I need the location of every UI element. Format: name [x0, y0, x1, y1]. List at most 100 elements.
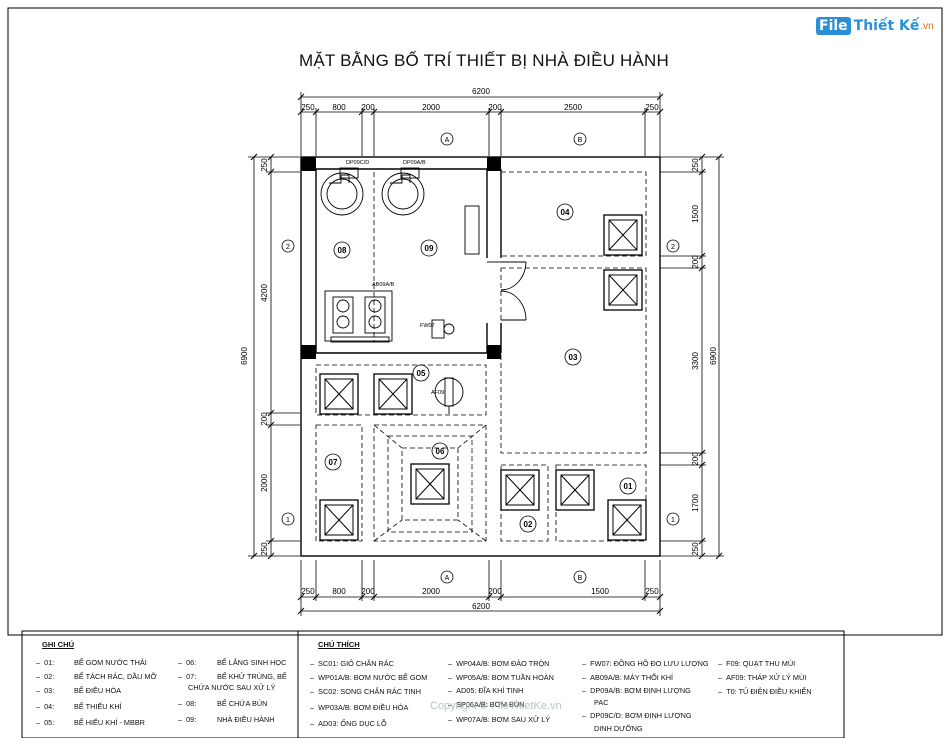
note-text: BỂ LẮNG SINH HỌC	[217, 658, 287, 667]
note-text: NHÀ ĐIỀU HÀNH	[217, 715, 275, 724]
legend-notes-heading: GHI CHÚ	[42, 640, 75, 649]
site-logo[interactable]: File Thiết Kế .vn	[816, 14, 934, 38]
symbol-text: PAC	[594, 698, 609, 707]
symbol-item: – SP06A/B: BƠM BÙN	[448, 700, 525, 709]
room-07: 07	[329, 458, 338, 467]
legend-note-item: – 02:	[36, 672, 55, 681]
symbol-text: WP01A/B: BƠM NƯỚC BỂ GOM	[318, 673, 428, 682]
symbol-item: – WP01A/B: BƠM NƯỚC BỂ GOM	[310, 673, 428, 682]
dim-top-seg: 2000	[422, 103, 440, 112]
symbol-text: FW07: ĐỒNG HỒ ĐO LƯU LƯỢNG	[590, 659, 709, 668]
dim-top-seg: 800	[332, 103, 346, 112]
note-code: 01:	[44, 658, 55, 667]
dim-bottom-seg: 2000	[422, 587, 440, 596]
dim-bottom-total: 6200	[472, 602, 490, 611]
room-06: 06	[436, 447, 445, 456]
legend-note-item: – 01:	[36, 658, 55, 667]
note-code: 07:	[186, 672, 197, 681]
note-text: BỂ GOM NƯỚC THẢI	[74, 658, 147, 667]
axis-1-right: 1	[671, 517, 675, 524]
dim-bottom-seg: 1500	[591, 587, 609, 596]
logo-text: Thiết Kế	[853, 18, 920, 34]
note-code: 05:	[44, 718, 55, 727]
dim-top-seg: 250	[645, 103, 659, 112]
legend-symbols-heading: CHÚ THÍCH	[318, 640, 360, 649]
equip-label-dp09c: DP09C/D	[346, 160, 369, 166]
dim-bottom-seg: 250	[301, 587, 315, 596]
note-text: BỂ KHỬ TRÙNG, BỂ	[217, 672, 287, 681]
room-08: 08	[338, 246, 347, 255]
note-text: BỂ ĐIỀU HÒA	[74, 686, 122, 695]
dim-bottom-seg: 200	[488, 587, 502, 596]
symbol-text: WP07A/B: BƠM SAU XỬ LÝ	[456, 715, 551, 724]
axis-a-top: A	[445, 137, 450, 144]
equip-label-ab09a: AB09A/B	[372, 282, 395, 288]
axis-2-left: 2	[286, 244, 290, 251]
room-09: 09	[425, 244, 434, 253]
note-text: BỂ HIẾU KHÍ - MBBR	[74, 718, 145, 727]
symbol-text: AF09: THÁP XỬ LÝ MÙI	[726, 673, 807, 682]
symbol-item: – WP07A/B: BƠM SAU XỬ LÝ	[448, 715, 551, 724]
symbol-item: – AD05: ĐĨA KHÍ TINH	[448, 686, 524, 695]
equip-label-af09: AF09	[431, 390, 444, 396]
room-02: 02	[524, 520, 533, 529]
note-code: 09:	[186, 715, 197, 724]
legend-note-item: – 09:	[178, 715, 197, 724]
dim-right-seg: 1500	[691, 205, 700, 223]
symbol-text: DP09A/B: BƠM ĐỊNH LƯỢNG	[590, 686, 691, 695]
symbol-text: DP09C/D: BƠM ĐỊNH LƯỢNG	[590, 711, 692, 720]
symbol-item: – AF09: THÁP XỬ LÝ MÙI	[718, 673, 807, 682]
dim-bottom-seg: 200	[361, 587, 375, 596]
dim-left-seg: 250	[260, 158, 269, 172]
symbol-item: – DP09A/B: BƠM ĐỊNH LƯỢNG	[582, 686, 691, 695]
note-code: 04:	[44, 702, 55, 711]
dim-right-seg: 3300	[691, 352, 700, 370]
dim-right-seg: 1700	[691, 494, 700, 512]
legend-note-item: – 03:	[36, 686, 55, 695]
dim-left-seg: 4200	[260, 284, 269, 302]
dim-bottom-seg: 800	[332, 587, 346, 596]
symbol-text: SC01: GIỎ CHẮN RÁC	[318, 659, 394, 668]
note-text: BỂ THIẾU KHÍ	[74, 702, 122, 711]
drawing-title: MẶT BẰNG BỐ TRÍ THIẾT BỊ NHÀ ĐIỀU HÀNH	[298, 51, 669, 70]
symbol-item: – WP04A/B: BƠM ĐẢO TRỘN	[448, 659, 550, 668]
axis-1-left: 1	[286, 517, 290, 524]
legend-note-item: – 06:	[178, 658, 197, 667]
dim-left-seg: 250	[260, 542, 269, 556]
symbol-text: AB09A/B: MÁY THỔI KHÍ	[590, 673, 673, 682]
symbol-text: AD03: ỐNG DỤC LỖ	[318, 719, 387, 728]
symbol-item: – F09: QUẠT THU MÙI	[718, 659, 796, 668]
logo-mark: File	[816, 17, 851, 35]
note-code: 03:	[44, 686, 55, 695]
legend-note-item: – 08:	[178, 699, 197, 708]
symbol-text: SP06A/B: BƠM BÙN	[456, 700, 525, 709]
axis-b-bottom: B	[578, 575, 583, 582]
control-house-walls	[301, 168, 502, 354]
symbol-text: WP04A/B: BƠM ĐẢO TRỘN	[456, 659, 550, 668]
axis-2-right: 2	[671, 244, 675, 251]
symbol-item: – FW07: ĐỒNG HỒ ĐO LƯU LƯỢNG	[582, 659, 709, 668]
symbol-item: – AB09A/B: MÁY THỔI KHÍ	[582, 673, 673, 682]
dim-top-seg: 250	[301, 103, 315, 112]
equip-label-fw07: FW07	[420, 323, 435, 329]
legend-notes: GHI CHÚ – 01: BỂ GOM NƯỚC THẢI – 02: BỂ …	[22, 631, 298, 738]
room-03: 03	[569, 353, 578, 362]
equip-label-dp09a: DP09A/B	[403, 160, 426, 166]
watermark: Copyright © FileThietKe.vn	[430, 700, 562, 712]
legend-symbols: CHÚ THÍCH – SC01: GIỎ CHẮN RÁC – WP01A/B…	[298, 631, 844, 738]
note-code: 08:	[186, 699, 197, 708]
top-dimension-lines	[300, 92, 661, 156]
symbol-text: T0: TỦ ĐIỆN ĐIỀU KHIỂN	[726, 687, 812, 696]
room-04: 04	[561, 208, 570, 217]
dim-top-total: 6200	[472, 87, 490, 96]
dim-right-total: 6900	[709, 347, 718, 365]
dim-right-seg: 200	[691, 255, 700, 269]
symbol-text: WP05A/B: BƠM TUẦN HOÀN	[456, 673, 554, 682]
room-05: 05	[417, 369, 426, 378]
dim-top-seg: 2500	[564, 103, 582, 112]
dim-bottom-seg: 250	[645, 587, 659, 596]
symbol-text: AD05: ĐĨA KHÍ TINH	[456, 686, 524, 695]
axis-b-top: B	[578, 137, 583, 144]
